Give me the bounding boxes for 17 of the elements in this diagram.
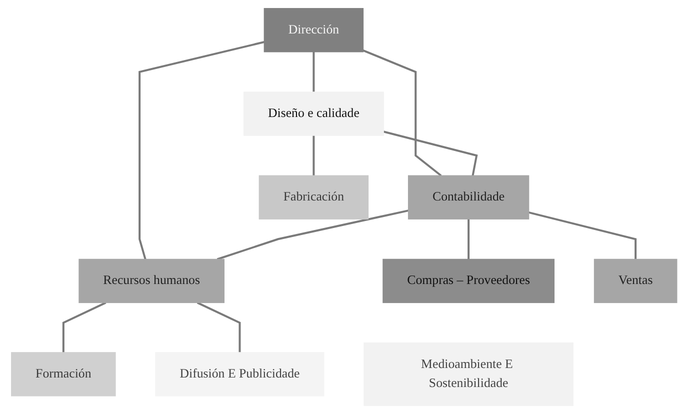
connector	[362, 50, 442, 176]
node-box: Contabilidade	[408, 175, 530, 220]
connector	[312, 135, 315, 176]
connector	[138, 41, 264, 260]
node-box: Recursos humanos	[78, 258, 224, 304]
connector	[216, 210, 408, 260]
node-box: Compras – Proveedores	[382, 258, 554, 304]
node-box: Fabricación	[258, 175, 368, 220]
node-box: Formación	[10, 352, 116, 396]
node-box: Diseño e calidade	[243, 92, 384, 136]
connector	[467, 219, 470, 260]
connector	[312, 52, 315, 92]
connector	[383, 130, 478, 176]
node-box: Difusión E Publicidade	[155, 352, 324, 396]
node-box: Dirección	[264, 8, 364, 52]
node-box: Ventas	[594, 258, 678, 304]
connector	[528, 211, 636, 260]
